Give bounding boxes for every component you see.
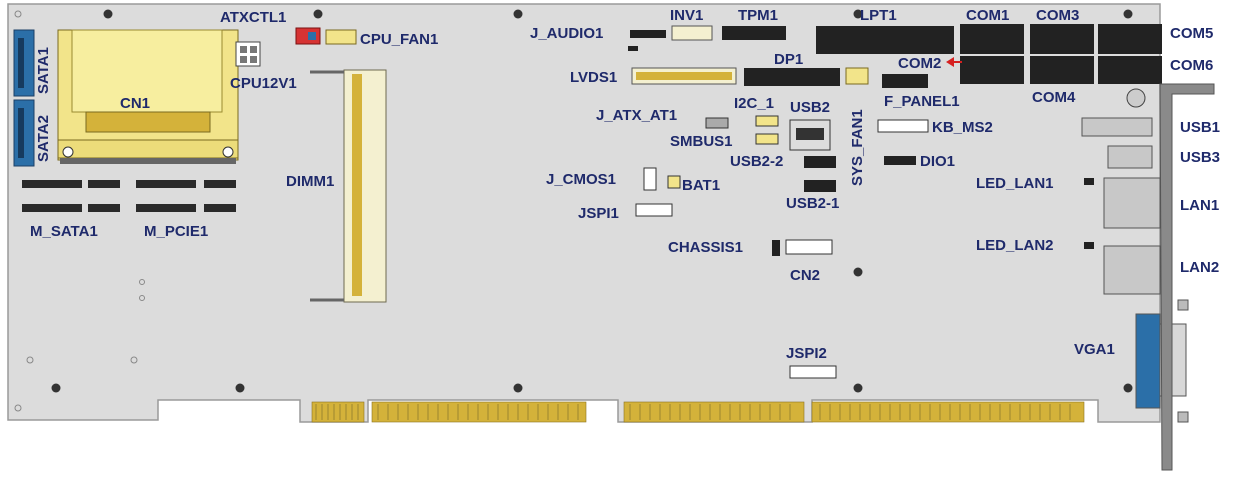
label-i2c-1: I2C_1 <box>734 95 775 112</box>
inv1-header <box>671 25 713 41</box>
i2c-header <box>755 115 779 127</box>
label-j-cmos1: J_CMOS1 <box>546 171 617 188</box>
bat1 <box>667 175 681 189</box>
label-cn1: CN1 <box>120 95 151 112</box>
label-m-pcie1: M_PCIE1 <box>144 223 209 240</box>
label-usb2-2: USB2-2 <box>730 153 784 170</box>
io-bracket <box>1159 83 1215 471</box>
label-j-audio1: J_AUDIO1 <box>530 25 604 42</box>
kb-ms2-header <box>877 119 929 133</box>
j-atx-at1-jumper <box>705 117 729 129</box>
label-lan2: LAN2 <box>1180 259 1220 276</box>
smbus-header <box>755 133 779 145</box>
mounting-holes <box>51 9 1133 393</box>
label-com2: COM2 <box>898 55 942 72</box>
label-cpu-fan1: CPU_FAN1 <box>360 31 439 48</box>
label-com1: COM1 <box>966 7 1010 24</box>
sata-connectors <box>13 29 35 167</box>
label-dio1: DIO1 <box>920 153 956 170</box>
dimm1-slot <box>310 69 387 303</box>
label-com6: COM6 <box>1170 57 1214 74</box>
label-usb2: USB2 <box>790 99 831 116</box>
label-dp1: DP1 <box>774 51 804 68</box>
sys-fan1-header <box>845 67 869 85</box>
label-j-atx-at1: J_ATX_AT1 <box>596 107 678 124</box>
label-chassis1: CHASSIS1 <box>668 239 744 256</box>
label-atxctl1: ATXCTL1 <box>220 9 287 26</box>
jspi2-header <box>789 365 837 379</box>
cn2-connector <box>785 239 833 255</box>
label-m-sata1: M_SATA1 <box>30 223 98 240</box>
jspi1-header <box>635 203 673 217</box>
cf-slot <box>57 29 239 164</box>
pcb-outline <box>7 3 1161 423</box>
label-f-panel1: F_PANEL1 <box>884 93 960 110</box>
label-dimm1: DIMM1 <box>286 173 335 190</box>
label-jspi2: JSPI2 <box>786 345 827 362</box>
label-lan1: LAN1 <box>1180 197 1220 214</box>
label-kb-ms2: KB_MS2 <box>932 119 993 136</box>
label-com5: COM5 <box>1170 25 1214 42</box>
label-sata2: SATA2 <box>35 115 52 162</box>
label-cn2: CN2 <box>790 267 821 284</box>
label-led-lan2: LED_LAN2 <box>976 237 1054 254</box>
finger-lines <box>315 404 1071 420</box>
label-sys-fan1: SYS_FAN1 <box>849 109 866 186</box>
label-vga1: VGA1 <box>1074 341 1115 358</box>
label-com4: COM4 <box>1032 89 1076 106</box>
label-lvds1: LVDS1 <box>570 69 618 86</box>
label-cpu12v1: CPU12V1 <box>230 75 297 92</box>
label-com3: COM3 <box>1036 7 1080 24</box>
label-tpm1: TPM1 <box>738 7 779 24</box>
label-lpt1: LPT1 <box>860 7 897 24</box>
label-usb1: USB1 <box>1180 119 1221 136</box>
j-cmos1-jumper <box>643 167 657 191</box>
cpu-fan1-header <box>325 29 357 45</box>
label-smbus1: SMBUS1 <box>670 133 733 150</box>
label-inv1: INV1 <box>670 7 704 24</box>
m2-slots <box>22 180 236 212</box>
center-headers <box>628 24 1162 249</box>
label-sata1: SATA1 <box>35 47 52 94</box>
chassis1-header <box>772 240 780 256</box>
label-jspi1: JSPI1 <box>578 205 619 222</box>
label-usb2-1: USB2-1 <box>786 195 840 212</box>
label-bat1: BAT1 <box>682 177 721 194</box>
label-led-lan1: LED_LAN1 <box>976 175 1054 192</box>
standoff <box>1126 88 1146 108</box>
label-usb3: USB3 <box>1180 149 1221 166</box>
